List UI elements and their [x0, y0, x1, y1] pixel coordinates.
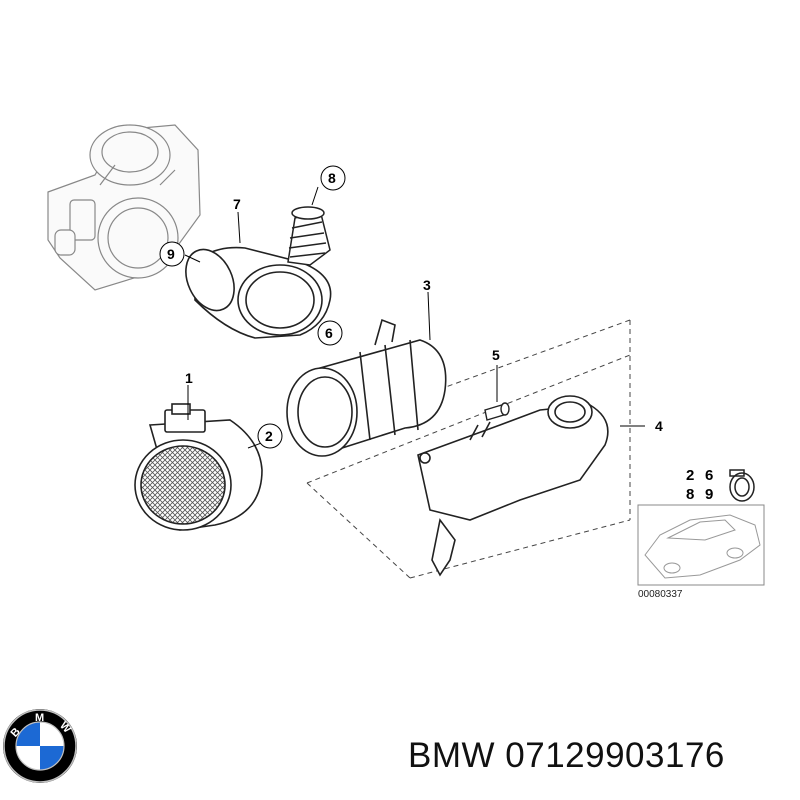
resonator — [417, 395, 609, 577]
callout-label-3: 3 — [423, 277, 431, 293]
callout-label-6: 6 — [325, 325, 333, 341]
inset-number-9: 9 — [705, 486, 713, 503]
bolt — [484, 402, 510, 421]
callout-2: 2 — [257, 423, 283, 449]
car-icon — [644, 514, 761, 579]
callout-4: 4 — [655, 418, 663, 434]
vehicle-inset: 00080337 — [637, 504, 765, 600]
callout-9: 9 — [159, 241, 185, 267]
callout-6: 6 — [317, 320, 343, 346]
intake-boot — [185, 246, 332, 339]
callout-label-7: 7 — [233, 196, 241, 212]
logo-letter-m: M — [35, 712, 44, 724]
assembly-dashed-outline — [306, 319, 631, 579]
bmw-logo: B M W — [3, 709, 77, 783]
clamp-inset: 2 6 8 9 — [686, 467, 755, 503]
callout-label-1: 1 — [185, 370, 193, 386]
callout-label-4: 4 — [655, 418, 663, 434]
callout-5: 5 — [492, 347, 500, 363]
diagram-code: 00080337 — [638, 589, 683, 600]
callout-label-8: 8 — [328, 170, 336, 186]
clamp-icon — [729, 469, 755, 502]
part-number-caption: BMW 07129903176 — [408, 736, 725, 775]
throttle-body — [47, 124, 201, 291]
inset-number-2: 2 — [686, 467, 694, 484]
callout-3: 3 — [423, 277, 431, 293]
inset-number-8: 8 — [686, 486, 694, 503]
air-mass-meter — [134, 403, 263, 531]
inset-number-6: 6 — [705, 467, 713, 484]
callout-1: 1 — [185, 370, 193, 386]
callout-label-5: 5 — [492, 347, 500, 363]
intake-pipe — [286, 318, 447, 457]
breather-hose — [287, 206, 331, 266]
callout-7: 7 — [233, 196, 241, 212]
callout-label-9: 9 — [167, 246, 175, 262]
callout-8: 8 — [320, 165, 346, 191]
callout-label-2: 2 — [265, 428, 273, 444]
